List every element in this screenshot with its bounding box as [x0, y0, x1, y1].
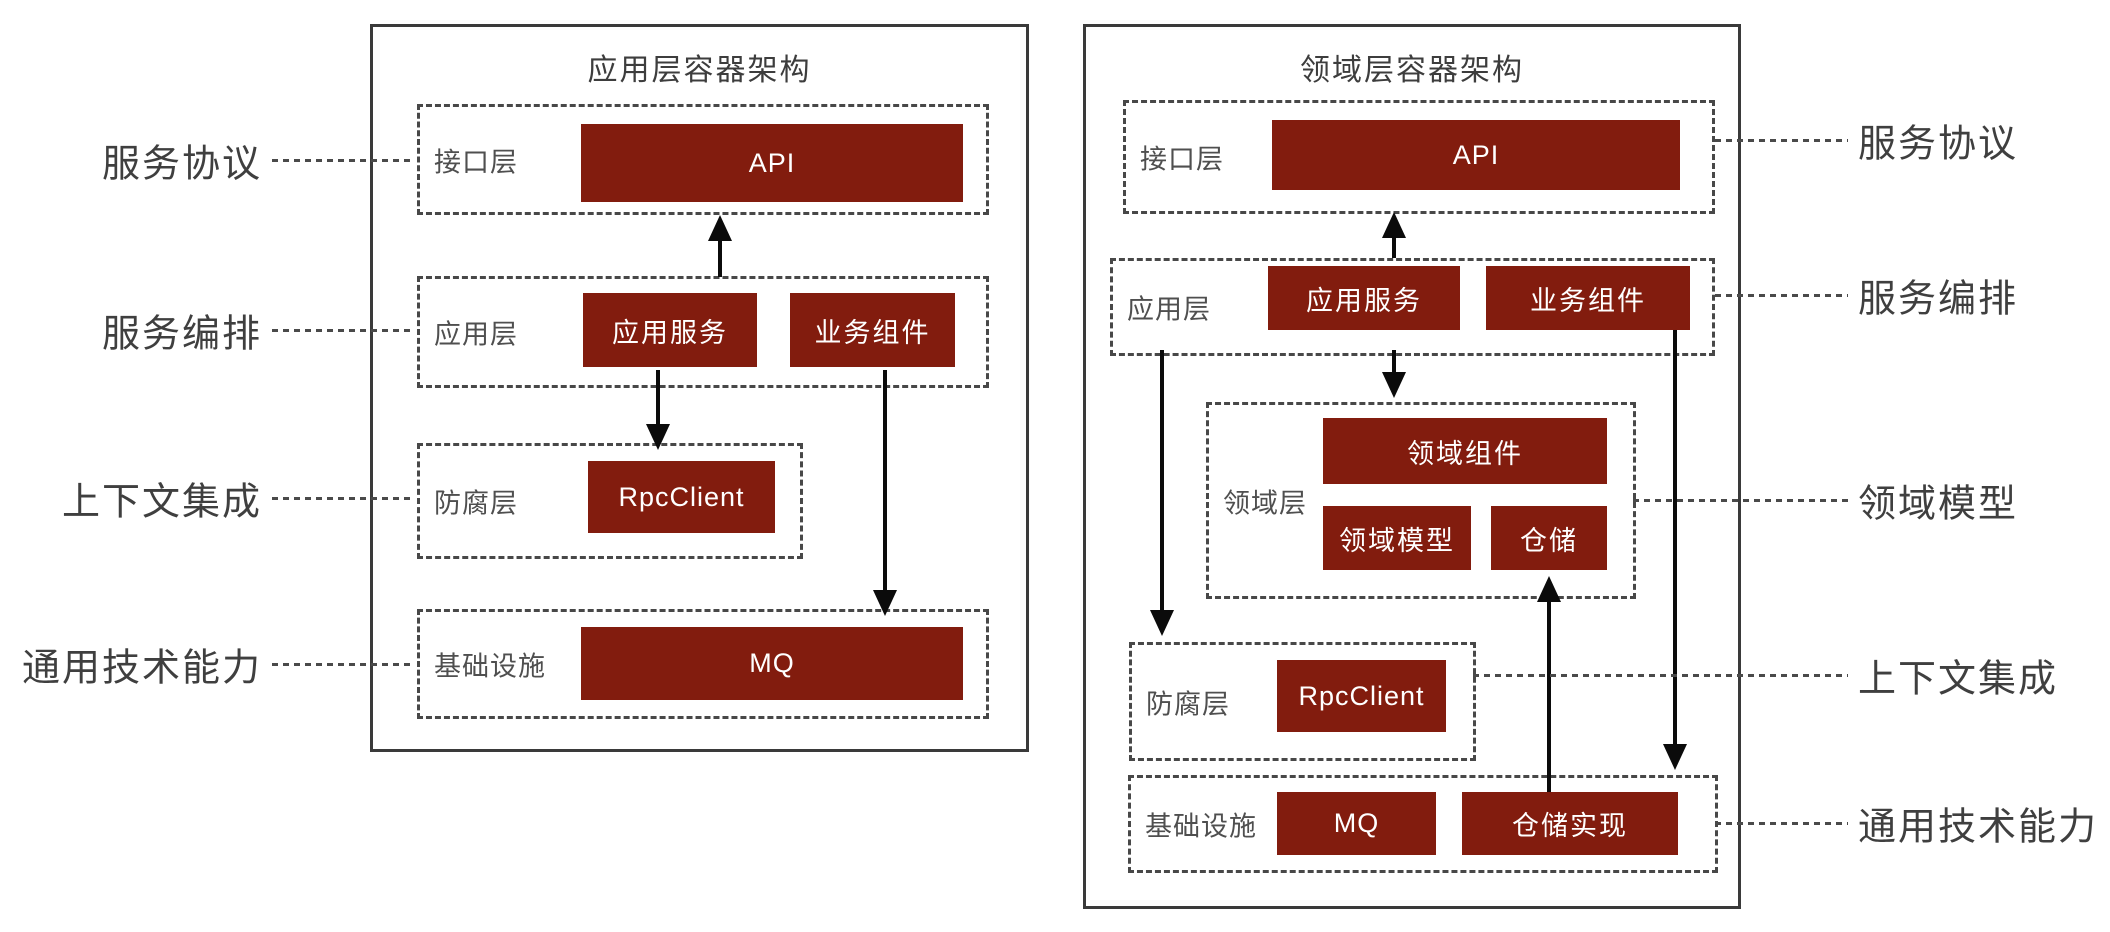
connector-left-common-tech — [272, 663, 415, 666]
left-diagram-title: 应用层容器架构 — [587, 54, 812, 87]
right-box-api: API — [1272, 120, 1680, 190]
right-layer-acl: 防腐层 — [1129, 642, 1476, 761]
right-annotation-common-tech: 通用技术能力 — [1858, 806, 2099, 849]
arrow-left-appservice-to-api — [708, 215, 732, 277]
connector-left-service-protocol — [272, 159, 415, 162]
right-box-domain-model: 领域模型 — [1323, 506, 1471, 570]
connector-left-context-integration — [272, 497, 415, 500]
arrow-right-appservice-to-api — [1382, 212, 1406, 258]
left-layer-infrastructure-label: 基础设施 — [434, 651, 546, 682]
left-layer-interface: 接口层 — [417, 104, 989, 215]
right-layer-domain: 领域层 — [1206, 402, 1636, 599]
right-box-repository: 仓储 — [1491, 506, 1607, 570]
right-box-rpc-client: RpcClient — [1277, 660, 1446, 732]
connector-left-service-orchestration — [272, 329, 415, 332]
arrowhead-down-icon — [1382, 372, 1406, 398]
arrow-right-bizcomponent-to-infrastructure — [1663, 330, 1687, 770]
arrowhead-down-icon — [1150, 610, 1174, 636]
right-box-mq: MQ — [1277, 792, 1436, 855]
connector-right-service-orchestration — [1715, 294, 1848, 297]
right-layer-interface-label: 接口层 — [1140, 144, 1224, 175]
left-box-rpc-client: RpcClient — [588, 461, 775, 533]
right-layer-acl-label: 防腐层 — [1146, 689, 1230, 719]
right-annotation-context-integration: 上下文集成 — [1858, 658, 2059, 701]
right-layer-domain-label: 领域层 — [1223, 488, 1307, 518]
left-layer-infrastructure: 基础设施 — [417, 609, 989, 719]
right-box-repository-impl: 仓储实现 — [1462, 792, 1678, 855]
right-layer-interface: 接口层 — [1123, 100, 1715, 214]
arrow-right-repositoryimpl-to-repository — [1537, 576, 1561, 792]
left-box-api: API — [581, 124, 963, 202]
arrow-right-appservice-to-domaincomponent — [1382, 350, 1406, 398]
right-box-domain-component: 领域组件 — [1323, 418, 1607, 484]
arrow-left-appservice-to-rpcclient — [646, 370, 670, 450]
right-annotation-service-orchestration: 服务编排 — [1858, 278, 2019, 321]
arrowhead-down-icon — [1663, 744, 1687, 770]
left-layer-application-label: 应用层 — [434, 319, 518, 350]
arrow-left-bizcomponent-to-mq — [873, 370, 897, 616]
right-box-biz-component: 业务组件 — [1486, 266, 1690, 330]
arrow-right-applayer-to-acl — [1150, 350, 1174, 636]
right-annotation-service-protocol: 服务协议 — [1858, 123, 2019, 166]
left-annotation-context-integration: 上下文集成 — [61, 481, 262, 524]
arrowhead-down-icon — [873, 590, 897, 616]
right-diagram-title: 领域层容器架构 — [1300, 54, 1524, 87]
right-layer-application: 应用层 — [1110, 258, 1715, 356]
connector-right-common-tech — [1715, 822, 1848, 825]
left-box-biz-component: 业务组件 — [790, 293, 955, 367]
connector-right-service-protocol — [1715, 139, 1848, 142]
left-box-mq: MQ — [581, 627, 963, 700]
right-box-app-service: 应用服务 — [1268, 266, 1460, 330]
right-annotation-domain-model: 领域模型 — [1858, 483, 2019, 526]
right-layer-infrastructure-label: 基础设施 — [1145, 811, 1257, 842]
left-layer-application: 应用层 — [417, 276, 989, 388]
left-annotation-service-protocol: 服务协议 — [101, 143, 262, 186]
connector-right-domain-model — [1633, 499, 1848, 502]
left-layer-interface-label: 接口层 — [434, 147, 518, 177]
left-annotation-service-orchestration: 服务编排 — [101, 313, 262, 356]
left-box-app-service: 应用服务 — [583, 293, 757, 367]
left-layer-acl: 防腐层 — [417, 443, 803, 559]
arrowhead-down-icon — [646, 424, 670, 450]
left-annotation-common-tech: 通用技术能力 — [21, 647, 262, 690]
right-layer-infrastructure: 基础设施 — [1128, 775, 1718, 873]
connector-right-context-integration — [1473, 674, 1848, 677]
right-layer-application-label: 应用层 — [1127, 294, 1211, 325]
left-layer-acl-label: 防腐层 — [434, 488, 518, 519]
